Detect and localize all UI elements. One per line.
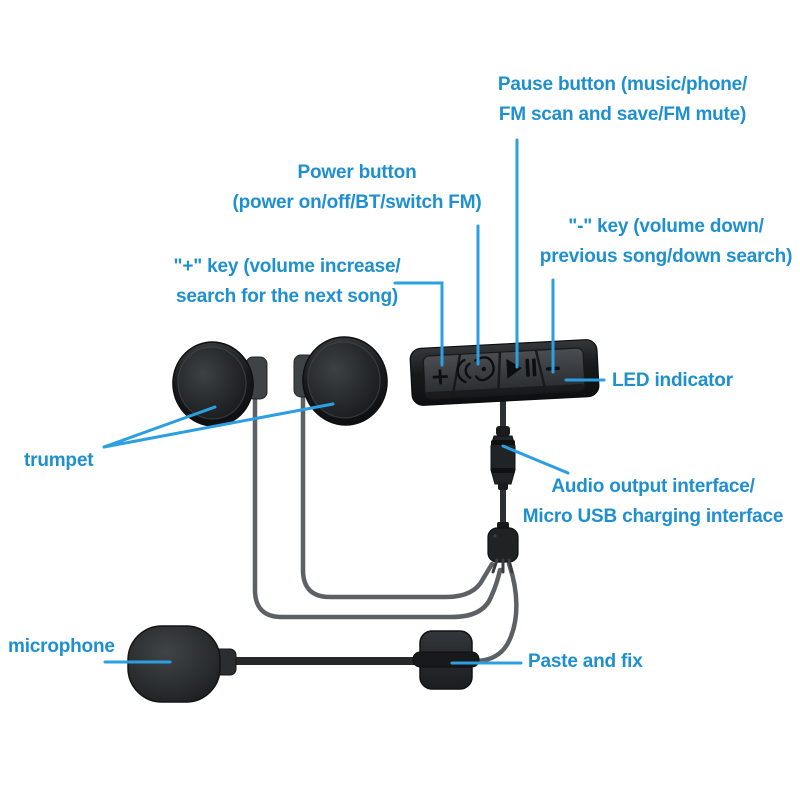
minus-key-label-line2: previous song/down search) — [539, 246, 793, 267]
led-indicator-label: LED indicator — [612, 370, 733, 391]
power-button-label-line2: (power on/off/BT/switch FM) — [232, 192, 482, 213]
volume-up-plus-icon: + — [429, 362, 451, 391]
plus-key-label-line2: search for the next song) — [176, 286, 398, 307]
microphone-part — [127, 625, 237, 703]
power-button-label: Power button (power on/off/BT/switch FM) — [195, 158, 519, 218]
trumpet-line-right — [102, 402, 335, 449]
right-speaker-part — [293, 336, 388, 426]
left-speaker-part — [172, 341, 268, 427]
pause-button-label-line2: FM scan and save/FM mute) — [498, 104, 747, 125]
paste-and-fix-label: Paste and fix — [528, 651, 643, 672]
plus-key-label: "+" key (volume increase/ search for the… — [125, 252, 449, 312]
microphone-label: microphone — [8, 636, 115, 657]
control-unit: + — [409, 339, 600, 406]
svg-text:+: + — [429, 362, 451, 391]
earphone-cables — [252, 393, 519, 664]
button-dividers — [451, 350, 548, 398]
audio-interface-label: Audio output interface/ Micro USB chargi… — [490, 472, 800, 532]
paste-clip-part — [412, 630, 480, 690]
play-pause-icon — [506, 358, 537, 379]
trumpet-line-left — [102, 405, 217, 449]
minus-key-label-line1: "-" key (volume down/ — [568, 216, 764, 237]
ear-call-icon — [456, 356, 495, 384]
audio-interface-label-line2: Micro USB charging interface — [522, 506, 784, 527]
pause-button-label-line1: Pause button (music/phone/ — [497, 74, 748, 95]
power-button-label-line1: Power button — [297, 162, 417, 183]
pointer-lines — [102, 138, 606, 665]
trumpet-label: trumpet — [24, 450, 94, 471]
pause-button-label: Pause button (music/phone/ FM scan and s… — [460, 70, 785, 130]
plus-key-line — [393, 281, 444, 367]
plus-key-label-line1: "+" key (volume increase/ — [173, 256, 401, 277]
cable-splitter-part — [487, 522, 519, 574]
audio-interface-line — [501, 444, 570, 475]
minus-key-label: "-" key (volume down/ previous song/down… — [505, 212, 800, 272]
audio-interface-label-line1: Audio output interface/ — [551, 476, 755, 497]
